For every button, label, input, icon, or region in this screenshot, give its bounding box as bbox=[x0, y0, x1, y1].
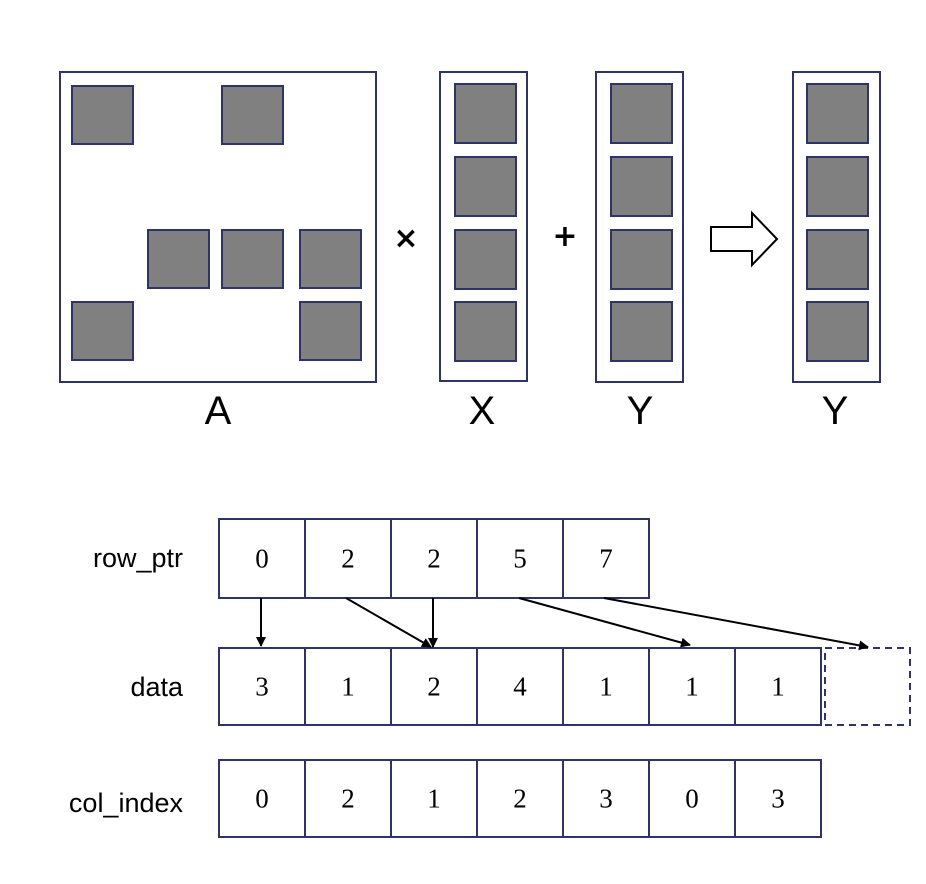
vector-y-output-label: Y bbox=[822, 389, 849, 433]
matrix-a-label: A bbox=[205, 389, 232, 433]
matrix-a: A bbox=[59, 71, 377, 433]
multiply-operator: × bbox=[393, 221, 418, 256]
vector-y-output-block bbox=[806, 83, 869, 144]
row-ptr-cell bbox=[562, 518, 650, 599]
data-label: data bbox=[130, 672, 184, 702]
vector-y-input-block bbox=[610, 301, 673, 362]
col-index-value: 0 bbox=[685, 784, 699, 814]
row-ptr-value: 2 bbox=[341, 544, 355, 574]
data-value: 4 bbox=[513, 672, 527, 702]
data-cell bbox=[734, 647, 822, 726]
col-index-label: col_index bbox=[69, 788, 184, 818]
data-end-cell bbox=[824, 647, 911, 726]
pointer-arrow bbox=[345, 597, 432, 648]
plus-operator: + bbox=[552, 219, 577, 254]
row-ptr-value: 0 bbox=[255, 544, 269, 574]
vector-x-block bbox=[454, 83, 517, 144]
vector-x-block bbox=[454, 301, 517, 362]
row-ptr-pointers bbox=[256, 597, 869, 651]
row-ptr-value: 7 bbox=[599, 544, 613, 574]
vector-y-input-block bbox=[610, 229, 673, 290]
data-value: 1 bbox=[685, 672, 699, 702]
row-ptr-cell bbox=[476, 518, 564, 599]
vector-y-output-blocks bbox=[806, 83, 869, 362]
col-index-cell bbox=[734, 759, 822, 838]
col-index-value: 2 bbox=[513, 784, 527, 814]
col-index-cell bbox=[390, 759, 478, 838]
matrix-a-block bbox=[71, 85, 134, 145]
pointer-arrow bbox=[518, 597, 691, 648]
matrix-a-blocks bbox=[71, 85, 362, 361]
col-index-cell bbox=[648, 759, 736, 838]
row-ptr-value: 2 bbox=[427, 544, 441, 574]
matrix-a-block bbox=[147, 229, 210, 289]
result-arrow-icon bbox=[710, 210, 779, 268]
data-value: 1 bbox=[771, 672, 785, 702]
vector-y-output-block bbox=[806, 156, 869, 217]
vector-y-input-block bbox=[610, 156, 673, 217]
matrix-a-block bbox=[71, 301, 134, 361]
col-index-value: 1 bbox=[427, 784, 441, 814]
vector-y-output-block bbox=[806, 229, 869, 290]
data-value: 1 bbox=[341, 672, 355, 702]
matrix-a-block bbox=[299, 301, 362, 361]
col-index-cell bbox=[304, 759, 392, 838]
row-ptr-label: row_ptr bbox=[93, 543, 183, 573]
data-cell bbox=[390, 647, 478, 726]
vector-x-label: X bbox=[469, 389, 496, 433]
vector-x-block bbox=[454, 156, 517, 217]
vector-x-blocks bbox=[454, 83, 517, 362]
col-index-value: 0 bbox=[255, 784, 269, 814]
vector-y-output: Y bbox=[792, 71, 881, 433]
data-cell bbox=[648, 647, 736, 726]
pointer-arrow bbox=[603, 597, 869, 651]
row-ptr-array: 0 2 2 5 7 bbox=[218, 518, 650, 599]
vector-x-block bbox=[454, 229, 517, 290]
row-ptr-value: 5 bbox=[513, 544, 527, 574]
vector-y-input: Y bbox=[595, 71, 684, 433]
matrix-a-block bbox=[221, 229, 284, 289]
vector-y-input-blocks bbox=[610, 83, 673, 362]
data-value: 2 bbox=[427, 672, 441, 702]
data-array: 3 1 2 4 1 1 1 bbox=[218, 647, 822, 726]
col-index-array: 0 2 1 2 3 0 3 bbox=[218, 759, 822, 838]
col-index-cell bbox=[562, 759, 650, 838]
data-value: 1 bbox=[599, 672, 613, 702]
vector-y-output-block bbox=[806, 301, 869, 362]
vector-x: X bbox=[439, 71, 528, 433]
col-index-value: 2 bbox=[341, 784, 355, 814]
col-index-value: 3 bbox=[599, 784, 613, 814]
data-cell bbox=[218, 647, 306, 726]
vector-y-input-label: Y bbox=[627, 389, 654, 433]
data-value: 3 bbox=[255, 672, 269, 702]
vector-y-input-block bbox=[610, 83, 673, 144]
matrix-a-block bbox=[299, 229, 362, 289]
matrix-a-block bbox=[221, 85, 284, 145]
col-index-value: 3 bbox=[771, 784, 785, 814]
col-index-cell bbox=[218, 759, 306, 838]
